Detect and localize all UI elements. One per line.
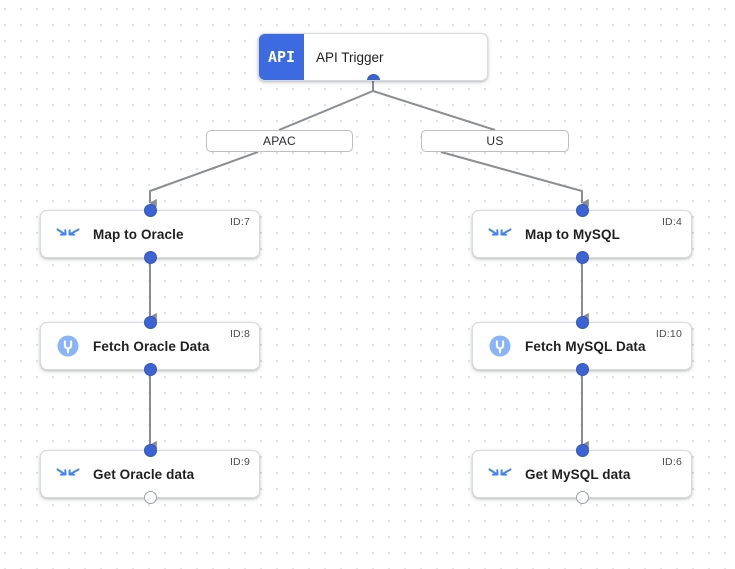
- node-title-map-to-oracle: Map to Oracle: [93, 226, 184, 242]
- merge-arrows-icon: [487, 221, 513, 247]
- branch-label-apac[interactable]: APAC: [206, 130, 353, 152]
- port-output-map-to-mysql[interactable]: [575, 251, 589, 264]
- node-id-fetch-mysql-data: ID:10: [655, 328, 682, 340]
- merge-arrows-icon: [487, 461, 513, 487]
- node-id-fetch-oracle-data: ID:8: [229, 328, 250, 340]
- node-id-map-to-mysql: ID:4: [661, 216, 682, 228]
- node-title-fetch-mysql-data: Fetch MySQL Data: [525, 338, 646, 354]
- port-input-fetch-oracle-data[interactable]: [143, 316, 157, 329]
- edge-apac-to-map-oracle: [149, 151, 259, 208]
- branch-label-us[interactable]: US: [421, 130, 569, 152]
- node-fetch-oracle-data[interactable]: Fetch Oracle Data ID:8: [40, 316, 260, 376]
- node-map-to-oracle[interactable]: Map to Oracle ID:7: [40, 204, 260, 264]
- merge-arrows-icon: [55, 221, 81, 247]
- node-fetch-mysql-data[interactable]: Fetch MySQL Data ID:10: [472, 316, 692, 376]
- node-title-map-to-mysql: Map to MySQL: [525, 226, 620, 242]
- node-title-get-mysql-data: Get MySQL data: [525, 466, 631, 482]
- port-output-get-mysql-data[interactable]: [575, 491, 589, 504]
- branch-label-us-text: US: [486, 134, 504, 148]
- branch-label-apac-text: APAC: [263, 134, 296, 148]
- connector-plug-icon: [487, 333, 513, 359]
- port-output-get-oracle-data[interactable]: [143, 491, 157, 504]
- port-output-map-to-oracle[interactable]: [143, 251, 157, 264]
- edge-trigger-to-us: [372, 90, 496, 131]
- port-input-get-mysql-data[interactable]: [575, 444, 589, 457]
- node-title-get-oracle-data: Get Oracle data: [93, 466, 195, 482]
- node-id-get-oracle-data: ID:9: [229, 456, 250, 468]
- node-title-api-trigger: API Trigger: [316, 49, 384, 65]
- port-output-fetch-mysql-data[interactable]: [575, 363, 589, 376]
- node-id-get-mysql-data: ID:6: [661, 456, 682, 468]
- port-output-fetch-oracle-data[interactable]: [143, 363, 157, 376]
- port-input-fetch-mysql-data[interactable]: [575, 316, 589, 329]
- port-input-map-to-oracle[interactable]: [143, 204, 157, 217]
- port-output-api-trigger[interactable]: [366, 74, 380, 80]
- port-input-map-to-mysql[interactable]: [575, 204, 589, 217]
- node-get-oracle-data[interactable]: Get Oracle data ID:9: [40, 444, 260, 504]
- node-title-fetch-oracle-data: Fetch Oracle Data: [93, 338, 210, 354]
- node-api-trigger[interactable]: API API Trigger: [258, 33, 488, 81]
- edge-trigger-to-apac: [278, 90, 374, 131]
- edge-us-to-map-mysql: [440, 151, 589, 208]
- node-get-mysql-data[interactable]: Get MySQL data ID:6: [472, 444, 692, 504]
- node-id-map-to-oracle: ID:7: [229, 216, 250, 228]
- connector-plug-icon: [55, 333, 81, 359]
- api-badge-icon: API: [259, 34, 304, 80]
- merge-arrows-icon: [55, 461, 81, 487]
- api-badge-label: API: [267, 48, 296, 66]
- port-input-get-oracle-data[interactable]: [143, 444, 157, 457]
- node-map-to-mysql[interactable]: Map to MySQL ID:4: [472, 204, 692, 264]
